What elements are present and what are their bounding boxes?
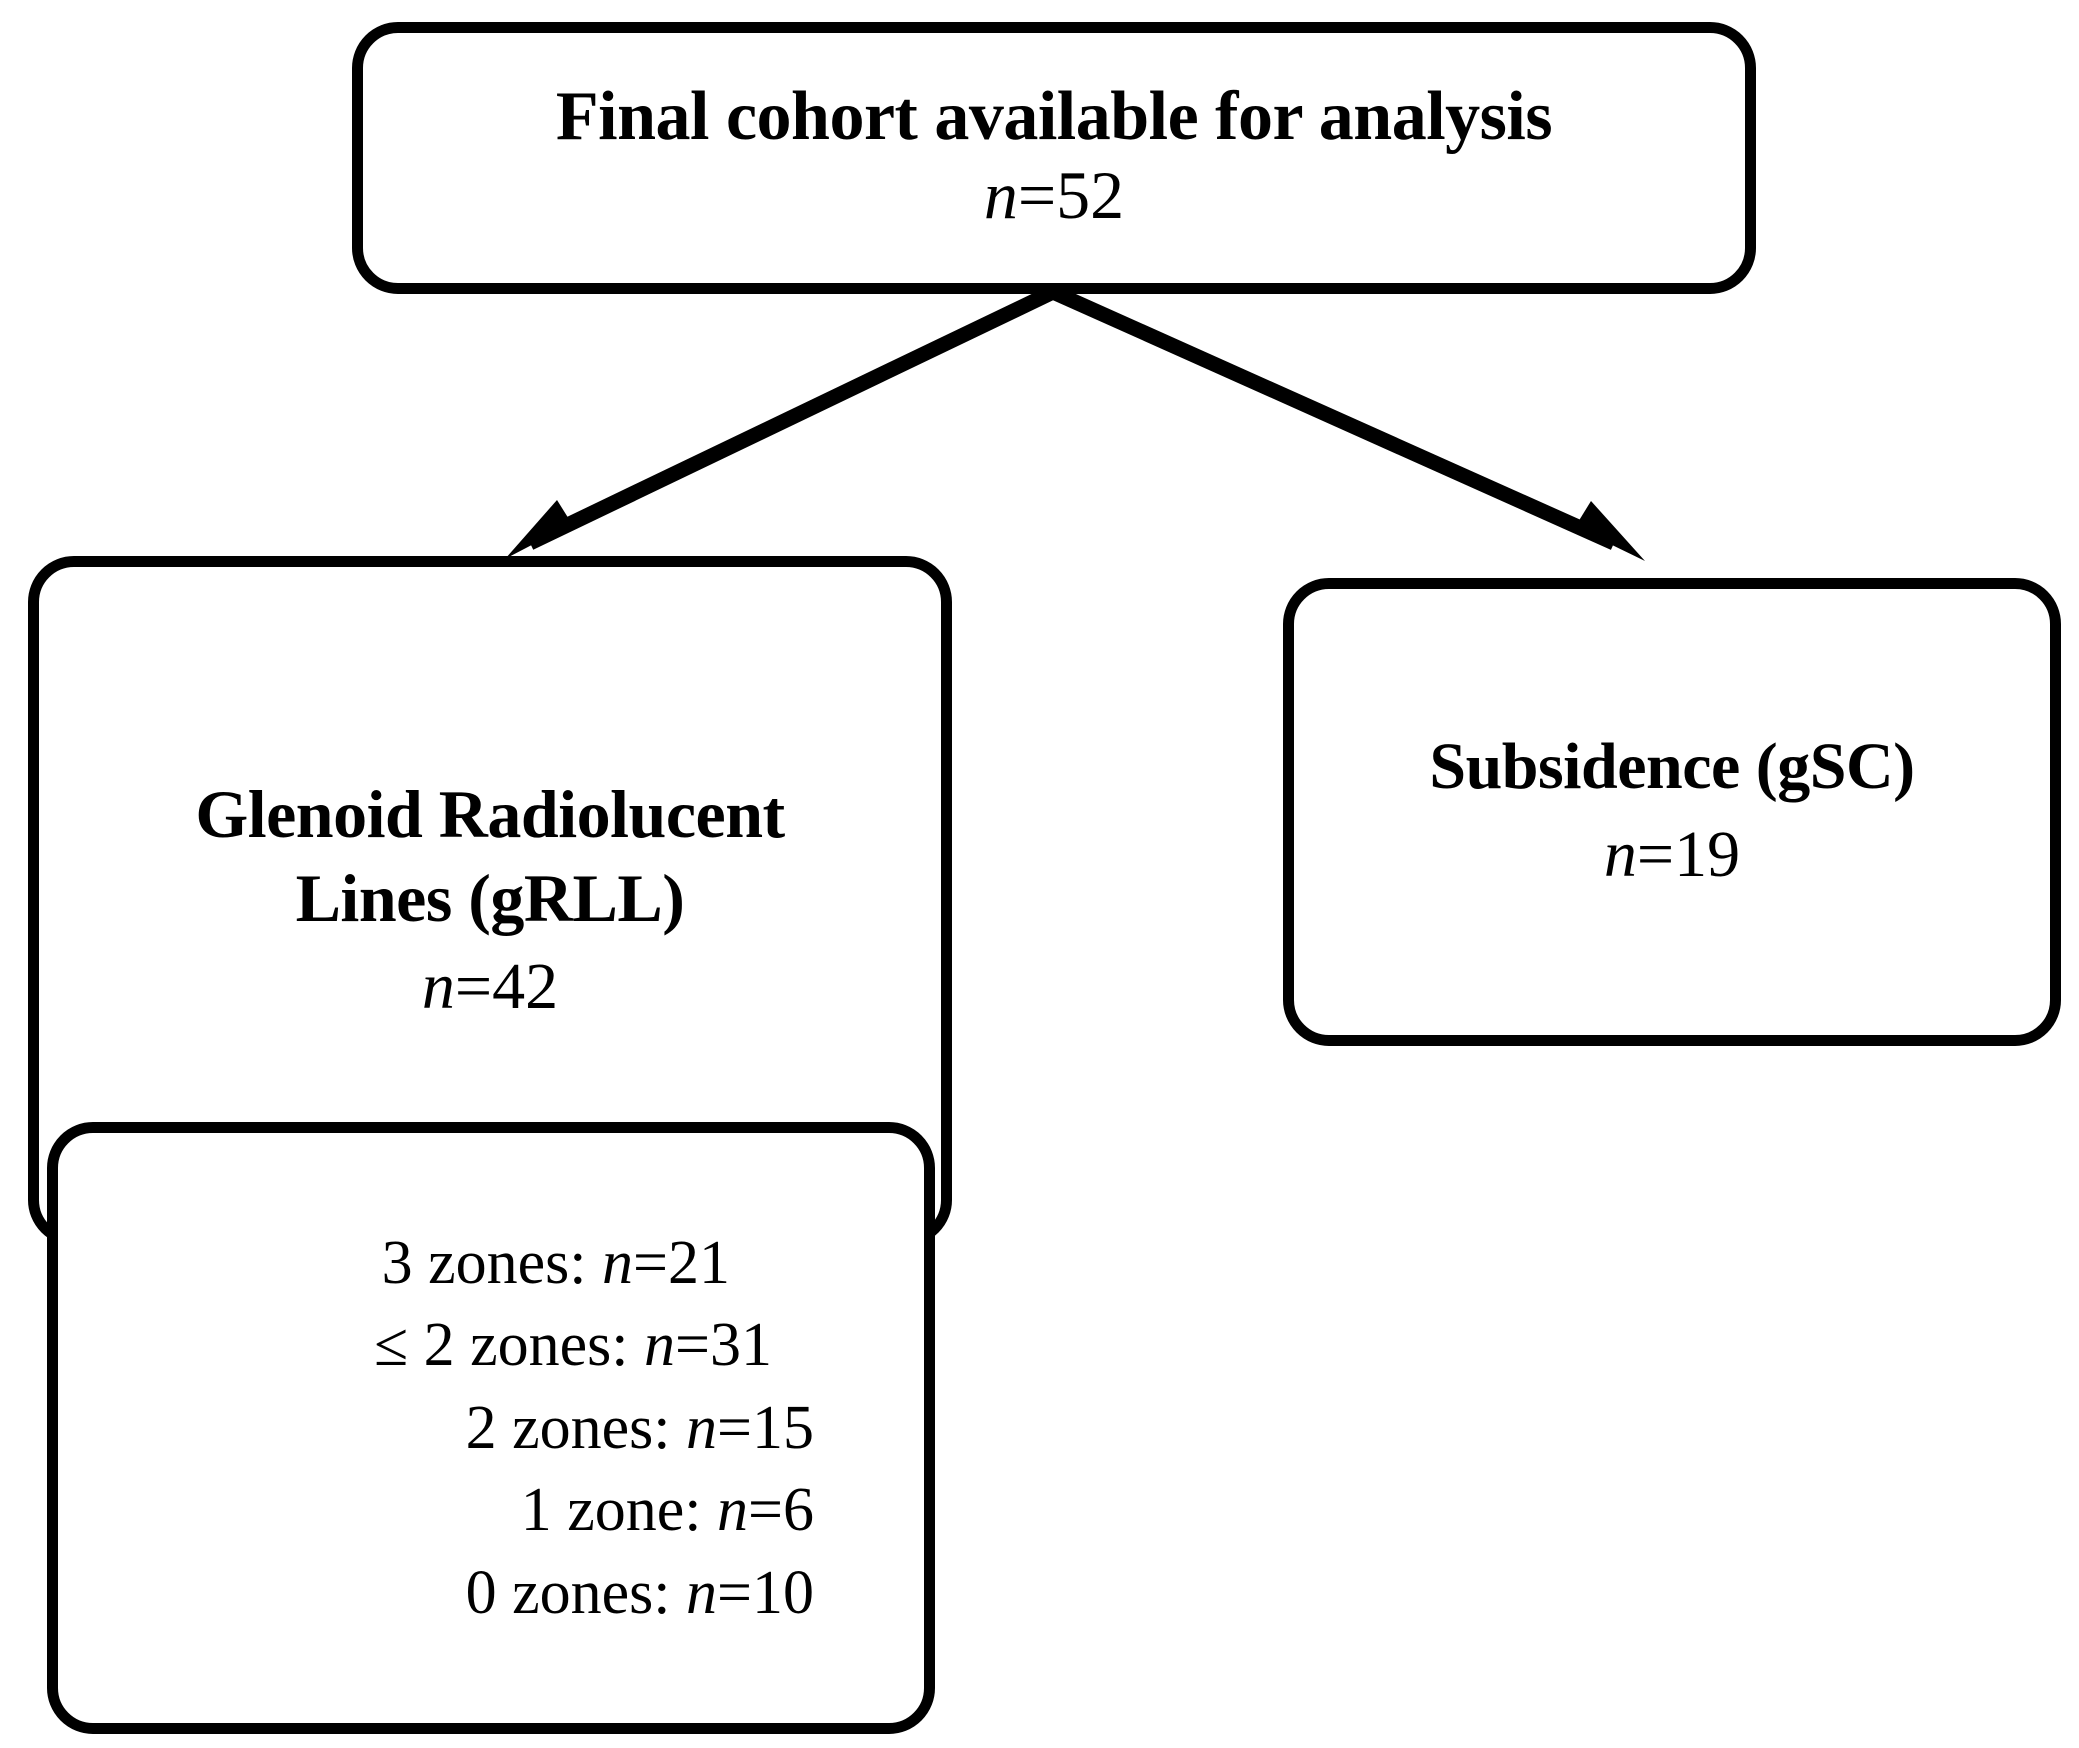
equals-symbol: = [454, 950, 493, 1024]
n-symbol: n [602, 1228, 634, 1297]
n-symbol: n [1603, 817, 1637, 891]
node-final-cohort-title: Final cohort available for analysis [555, 77, 1553, 155]
node-subsidence: Subsidence (gSC) n=19 [1283, 578, 2061, 1046]
zone-label: 0 zones: [465, 1558, 671, 1627]
equals-symbol: = [717, 1558, 752, 1627]
node-zone-breakdown: 3 zones: n=21 ≤ 2 zones: n=31 2 zones: n… [47, 1122, 935, 1734]
equals-symbol: = [1017, 157, 1057, 234]
zone-line-3-zones: 3 zones: n=21 [382, 1222, 730, 1304]
zone-label: 1 zone: [520, 1476, 702, 1545]
count-value: 10 [752, 1558, 814, 1627]
node-grll-title-line2: Lines (gRLL) [295, 860, 685, 937]
equals-symbol: = [1636, 817, 1675, 891]
equals-symbol: = [717, 1393, 752, 1462]
node-final-cohort: Final cohort available for analysis n=52 [352, 22, 1756, 294]
zone-line-2-zones: 2 zones: n=15 [466, 1387, 814, 1469]
zone-breakdown-list: 3 zones: n=21 ≤ 2 zones: n=31 2 zones: n… [374, 1222, 814, 1634]
zone-line-le-2-zones: ≤ 2 zones: n=31 [374, 1304, 772, 1386]
n-symbol: n [644, 1311, 676, 1380]
zone-label: ≤ 2 zones: [374, 1311, 629, 1380]
n-symbol: n [686, 1393, 718, 1462]
count-value: 15 [752, 1393, 814, 1462]
n-symbol: n [717, 1476, 749, 1545]
node-grll-count: n=42 [422, 944, 558, 1030]
n-symbol: n [686, 1558, 718, 1627]
node-subsidence-count: n=19 [1604, 812, 1740, 898]
equals-symbol: = [748, 1476, 783, 1545]
node-subsidence-title: Subsidence (gSC) [1429, 729, 1915, 803]
edge-root-to-gsc [1049, 285, 1645, 561]
equals-symbol: = [675, 1311, 710, 1380]
node-final-cohort-count: n=52 [984, 154, 1124, 237]
zone-label: 3 zones: [381, 1228, 587, 1297]
count-value: 31 [710, 1311, 772, 1380]
count-value: 42 [492, 950, 559, 1024]
count-value: 21 [668, 1228, 730, 1297]
node-grll-title-line1: Glenoid Radiolucent [195, 775, 785, 852]
edge-root-to-grll [505, 285, 1057, 559]
zone-line-0-zones: 0 zones: n=10 [466, 1552, 814, 1634]
count-value: 6 [783, 1476, 814, 1545]
equals-symbol: = [633, 1228, 668, 1297]
zone-label: 2 zones: [465, 1393, 671, 1462]
n-symbol: n [983, 157, 1018, 234]
n-symbol: n [421, 950, 455, 1024]
zone-line-1-zone: 1 zone: n=6 [521, 1469, 814, 1551]
count-value: 52 [1056, 157, 1125, 234]
count-value: 19 [1674, 817, 1741, 891]
